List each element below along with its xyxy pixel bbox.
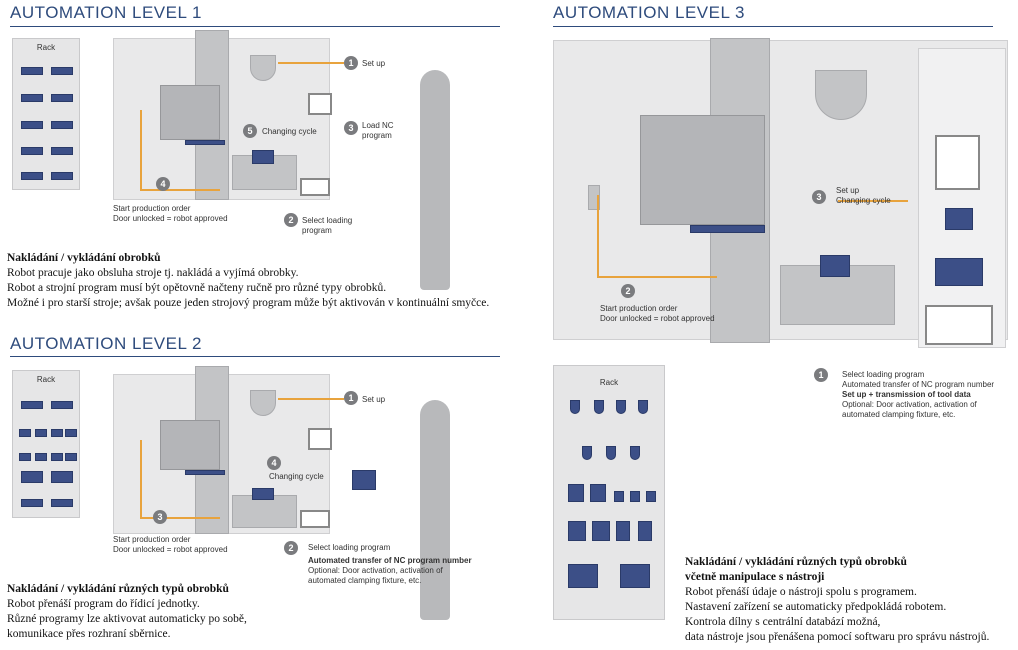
rack-label: Rack (36, 375, 56, 384)
tool-rack: Rack (553, 365, 665, 620)
step-4-label: Changing cycle (269, 472, 324, 481)
monitor (925, 305, 993, 345)
level2-title: AUTOMATION LEVEL 2 (10, 334, 202, 353)
spindle (815, 70, 867, 120)
step-1-label: Set up (362, 395, 386, 404)
step-5-label: Changing cycle (262, 127, 317, 136)
control-panel (308, 428, 332, 450)
step-3-badge: 3 (153, 510, 167, 524)
step-2-label: Select loading program (302, 216, 353, 235)
robot-arm (160, 420, 220, 470)
step-1-label: Set up (362, 59, 386, 68)
step-2-badge: 2 (284, 213, 298, 227)
rack-label: Rack (599, 378, 619, 387)
divider (10, 26, 500, 27)
step-2-badge: 2 (284, 541, 298, 555)
step-1-badge: 1 (344, 391, 358, 405)
step-4-badge: 4 (156, 177, 170, 191)
level1-description: Nakládání / vykládání obrobků Robot prac… (7, 252, 490, 309)
workpiece-table (232, 495, 297, 528)
rack: Rack (12, 370, 80, 518)
monitor (300, 510, 330, 528)
step-3-badge: 3 (344, 121, 358, 135)
step-5-badge: 5 (243, 124, 257, 138)
control-cabinet (918, 48, 1006, 348)
control-panel (308, 93, 332, 115)
step-3-badge: 3 (812, 190, 826, 204)
operator-silhouette (420, 70, 450, 290)
step-4-badge: 4 (267, 456, 281, 470)
spindle (250, 390, 276, 416)
rack-label: Rack (36, 43, 56, 52)
tool-data-table-icon (935, 258, 983, 286)
robot-arm (160, 85, 220, 140)
divider (10, 356, 500, 357)
step-3-label: Load NC program (362, 121, 394, 140)
operator-silhouette (420, 400, 450, 620)
rack: Rack (12, 38, 80, 190)
step-2-caption: Select loading program Automated transfe… (308, 543, 472, 585)
control-panel (935, 135, 980, 190)
robot-arm (640, 115, 765, 225)
folder-icon (352, 470, 376, 490)
level3-description: Nakládání / vykládání různých typů obrob… (685, 556, 990, 643)
step-1-badge: 1 (814, 368, 828, 382)
folder-icon (945, 208, 973, 230)
level3-title: AUTOMATION LEVEL 3 (553, 3, 745, 22)
monitor (300, 178, 330, 196)
divider (553, 26, 993, 27)
step-1-badge: 1 (344, 56, 358, 70)
level2-description: Nakládání / vykládání různých typů obrob… (7, 583, 247, 640)
level1-title: AUTOMATION LEVEL 1 (10, 3, 202, 22)
spindle (250, 55, 276, 81)
step-2-badge: 2 (621, 284, 635, 298)
